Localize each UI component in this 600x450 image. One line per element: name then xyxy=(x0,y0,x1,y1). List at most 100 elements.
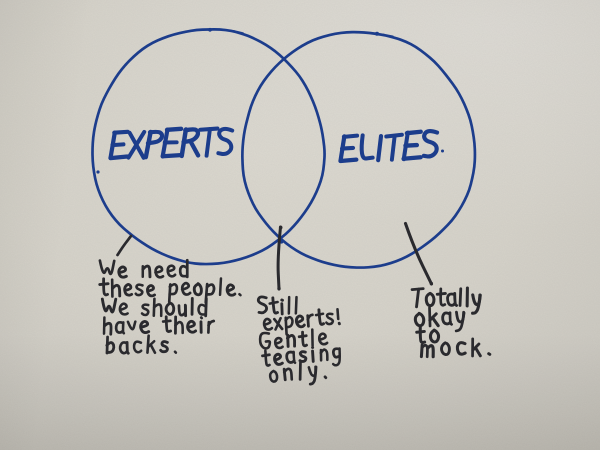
letter-stroke xyxy=(448,311,453,326)
letter-stroke xyxy=(166,264,177,278)
letter-stroke xyxy=(262,317,274,331)
letter-stroke xyxy=(453,292,459,307)
letter-stroke xyxy=(440,341,451,357)
letter-stroke xyxy=(164,126,184,133)
letter-stroke xyxy=(174,320,184,335)
elites-circle xyxy=(241,30,477,269)
letter-stroke xyxy=(125,341,130,355)
letter-stroke xyxy=(149,343,157,355)
letter-stroke xyxy=(314,312,325,317)
letter-stroke xyxy=(160,152,183,159)
letter-stroke xyxy=(261,353,271,358)
letter-stroke xyxy=(455,341,467,356)
elites-note-line-ink xyxy=(419,337,492,359)
letter-stroke xyxy=(294,295,298,315)
letter-stroke xyxy=(458,287,463,307)
letter-stroke xyxy=(474,346,482,358)
letter-stroke xyxy=(331,347,341,367)
letter-stroke xyxy=(205,283,216,296)
letter-stroke xyxy=(428,306,432,328)
letter-stroke xyxy=(164,301,176,316)
letter-stroke xyxy=(306,313,314,321)
letter-stroke xyxy=(336,307,340,321)
letter-stroke xyxy=(117,265,128,279)
letter-stroke xyxy=(112,129,130,135)
elites-note xyxy=(410,286,492,359)
letter-stroke xyxy=(286,333,297,348)
letter-stroke xyxy=(487,352,492,356)
letter-stroke xyxy=(141,264,152,279)
letter-stroke xyxy=(105,341,116,354)
overlap-leader-line xyxy=(276,225,282,291)
letter-stroke xyxy=(98,282,110,286)
letter-stroke xyxy=(401,155,423,161)
letter-stroke xyxy=(317,332,329,346)
letter-stroke xyxy=(123,283,134,297)
letter-stroke xyxy=(376,133,384,163)
letter-stroke xyxy=(325,312,335,326)
pen-dot xyxy=(278,225,283,230)
elites-note-line-ink xyxy=(410,286,482,315)
letter-stroke xyxy=(145,129,165,146)
letter-stroke xyxy=(102,277,109,297)
letter-stroke xyxy=(126,320,137,331)
venn-circles xyxy=(91,27,477,269)
letter-stroke xyxy=(415,287,421,309)
letter-stroke xyxy=(274,316,282,331)
elites-leader-line xyxy=(403,221,434,286)
experts-leader-line xyxy=(116,234,133,257)
letter-stroke xyxy=(114,320,125,334)
letter-stroke xyxy=(441,311,452,326)
letter-stroke xyxy=(103,321,113,336)
letter-stroke xyxy=(121,321,126,335)
letter-stroke xyxy=(180,281,192,296)
letter-stroke xyxy=(154,265,165,279)
overlap-note-line-ink xyxy=(261,346,341,367)
annotations xyxy=(98,258,492,386)
letter-stroke xyxy=(188,139,201,158)
letter-stroke xyxy=(339,145,356,151)
venn-labels xyxy=(108,126,440,164)
experts-note-line-ink xyxy=(98,277,242,304)
letter-stroke xyxy=(273,352,284,366)
overlap-note xyxy=(256,295,341,386)
letter-stroke xyxy=(134,283,144,297)
letter-stroke xyxy=(98,259,116,276)
elites-label-ink xyxy=(338,128,440,164)
letter-stroke xyxy=(173,350,178,354)
elites-note-line-ink xyxy=(415,325,441,345)
letter-stroke xyxy=(168,282,179,296)
letter-stroke xyxy=(108,154,130,161)
letter-stroke xyxy=(298,350,308,363)
letter-stroke xyxy=(197,303,208,316)
letter-stroke xyxy=(471,293,482,315)
experts-note-line-ink xyxy=(100,297,208,318)
elites-note-line-ink xyxy=(413,306,466,333)
letter-stroke xyxy=(446,292,457,307)
letter-stroke xyxy=(418,325,427,345)
overlap-note-line-ink xyxy=(268,361,328,386)
pen-dot xyxy=(208,27,212,32)
leader-lines xyxy=(116,221,434,291)
letter-stroke xyxy=(292,350,297,365)
letter-stroke xyxy=(159,340,169,354)
letter-stroke xyxy=(415,329,426,334)
pen-dot xyxy=(375,31,379,36)
letter-stroke xyxy=(178,264,189,278)
letter-stroke xyxy=(192,282,203,297)
experts-circle xyxy=(91,28,326,266)
letter-stroke xyxy=(140,303,150,317)
letter-stroke xyxy=(256,295,268,315)
letter-stroke xyxy=(161,319,172,323)
letter-stroke xyxy=(268,369,279,383)
letter-stroke xyxy=(132,340,143,354)
overlap-note-line-ink xyxy=(262,307,341,336)
letter-stroke xyxy=(207,319,216,327)
letter-stroke xyxy=(428,328,441,344)
pen-dot xyxy=(441,149,444,153)
letter-stroke xyxy=(403,142,420,148)
overlap-note-line-ink xyxy=(256,295,298,316)
